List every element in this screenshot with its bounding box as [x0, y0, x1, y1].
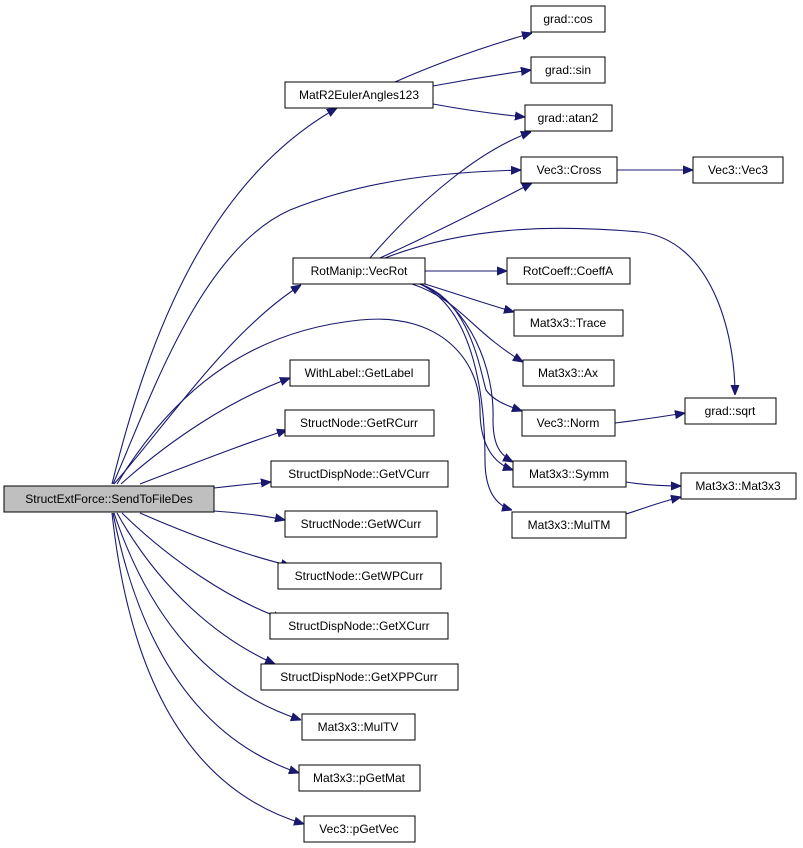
edge-root-vecrot [113, 285, 301, 485]
node-vecrot[interactable]: RotManip::VecRot [292, 257, 426, 285]
edge-root-getxcurr [121, 512, 283, 619]
node-label: StructDispNode::GetXPPCurr [280, 670, 437, 684]
node-getwpcurr[interactable]: StructNode::GetWPCurr [277, 562, 442, 590]
node-label: StructNode::GetWCurr [301, 517, 422, 531]
edge-symm-mat3x3 [625, 482, 681, 486]
node-coeffa[interactable]: RotCoeff::CoeffA [506, 257, 631, 285]
node-label: StructDispNode::GetVCurr [288, 467, 429, 481]
node-grad-cos[interactable]: grad::cos [530, 5, 606, 33]
node-label: WithLabel::GetLabel [305, 366, 414, 380]
node-vec3-cross[interactable]: Vec3::Cross [520, 156, 618, 184]
node-label: Vec3::Cross [537, 163, 602, 177]
edge-root-getwpcurr [139, 512, 291, 566]
node-label: StructExtForce::SendToFileDes [25, 492, 192, 506]
node-label: StructNode::GetRCurr [300, 416, 418, 430]
node-getlabel[interactable]: WithLabel::GetLabel [289, 359, 430, 387]
node-mat3x3[interactable]: Mat3x3::Mat3x3 [680, 472, 797, 500]
node-getrcurr[interactable]: StructNode::GetRCurr [284, 409, 435, 437]
edge-root-pgetvec [111, 512, 304, 824]
node-ax[interactable]: Mat3x3::Ax [522, 359, 615, 387]
edge-matr2euler-cos [394, 33, 532, 83]
edge-root-getwcurr [213, 510, 285, 520]
edge-norm-sqrt [614, 413, 685, 424]
edges [111, 33, 735, 824]
node-grad-sin[interactable]: grad::sin [530, 56, 606, 84]
node-label: Mat3x3::Trace [530, 316, 607, 330]
node-getxcurr[interactable]: StructDispNode::GetXCurr [269, 612, 449, 640]
node-label: Mat3x3::Ax [538, 366, 598, 380]
edge-vecrot-atan2 [369, 132, 531, 259]
node-label: Mat3x3::Symm [529, 467, 609, 481]
edge-root-getrcurr [139, 430, 287, 485]
node-getwcurr[interactable]: StructNode::GetWCurr [284, 510, 438, 538]
edge-matr2euler-sin [432, 70, 531, 87]
node-vec3-vec3[interactable]: Vec3::Vec3 [692, 156, 784, 184]
node-label: grad::cos [543, 12, 592, 26]
nodes: StructExtForce::SendToFileDes MatR2Euler… [3, 5, 797, 843]
node-label: Mat3x3::pGetMat [313, 771, 406, 785]
node-label: grad::atan2 [538, 111, 599, 125]
node-label: Mat3x3::Mat3x3 [695, 479, 781, 493]
node-label: grad::sqrt [705, 404, 756, 418]
node-grad-atan2[interactable]: grad::atan2 [524, 104, 613, 132]
edge-multm-mat3x3 [625, 497, 681, 515]
edge-vecrot-norm [419, 283, 522, 411]
edge-vecrot-sqrt [384, 227, 735, 395]
node-label: Vec3::Vec3 [708, 163, 768, 177]
edge-root-matr2euler [111, 108, 337, 485]
node-label: MatR2EulerAngles123 [299, 88, 419, 102]
edge-root-pgetmat [112, 512, 299, 773]
node-multv[interactable]: Mat3x3::MulTV [301, 713, 416, 741]
node-norm[interactable]: Vec3::Norm [521, 409, 616, 437]
node-getxppcurr[interactable]: StructDispNode::GetXPPCurr [260, 663, 459, 691]
node-root[interactable]: StructExtForce::SendToFileDes [3, 485, 215, 513]
node-symm[interactable]: Mat3x3::Symm [512, 460, 627, 488]
node-label: StructDispNode::GetXCurr [288, 619, 429, 633]
node-label: Mat3x3::MulTM [528, 518, 611, 532]
node-label: RotCoeff::CoeffA [523, 264, 613, 278]
node-label: grad::sin [545, 63, 591, 77]
node-matr2euler[interactable]: MatR2EulerAngles123 [284, 81, 434, 109]
edge-root-getxppcurr [116, 512, 275, 664]
edge-vecrot-ax [411, 283, 523, 362]
edge-vecrot-multm [419, 283, 512, 510]
node-pgetvec[interactable]: Vec3::pGetVec [303, 815, 416, 843]
edge-root-vec3-cross [112, 170, 521, 485]
edge-root-multv [113, 512, 301, 720]
node-label: Mat3x3::MulTV [318, 720, 399, 734]
node-label: StructNode::GetWPCurr [295, 569, 424, 583]
node-label: Vec3::Norm [537, 416, 600, 430]
edge-root-getlabel [120, 378, 290, 485]
edge-vecrot-trace [424, 283, 514, 312]
edge-vecrot-cross [379, 183, 532, 259]
edge-root-symm [116, 318, 513, 485]
node-label: RotManip::VecRot [311, 264, 408, 278]
edge-vecrot-symm [419, 283, 513, 462]
edge-matr2euler-atan2 [432, 103, 525, 117]
edge-root-getvcurr [213, 482, 271, 489]
node-getvcurr[interactable]: StructDispNode::GetVCurr [270, 460, 449, 488]
node-trace[interactable]: Mat3x3::Trace [513, 309, 624, 337]
node-label: Vec3::pGetVec [319, 822, 398, 836]
node-multm[interactable]: Mat3x3::MulTM [511, 511, 627, 539]
node-sqrt[interactable]: grad::sqrt [684, 397, 777, 425]
node-pgetmat[interactable]: Mat3x3::pGetMat [298, 764, 421, 792]
